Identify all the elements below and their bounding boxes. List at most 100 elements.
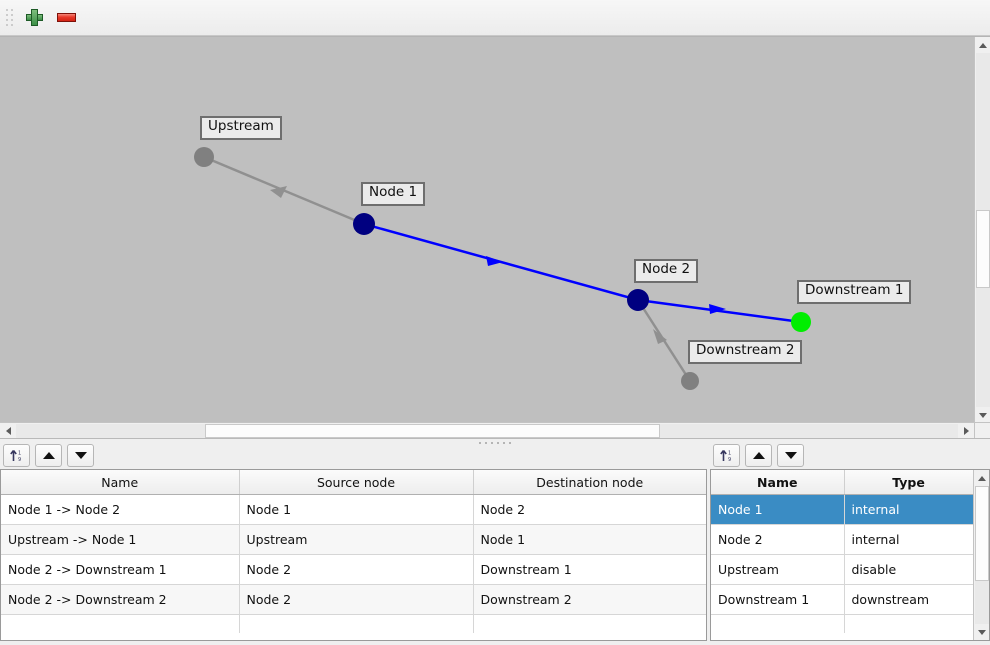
graph-node-upstream[interactable] <box>194 147 214 167</box>
graph-scroll-right-button[interactable] <box>958 423 974 439</box>
graph-node-downstream2[interactable] <box>681 372 699 390</box>
graph-node-node1[interactable] <box>353 213 375 235</box>
edges-move-up-button[interactable] <box>35 443 62 467</box>
svg-text:1: 1 <box>18 450 21 456</box>
edges-cell-source: Node 1 <box>239 494 474 525</box>
nodes-cell-type: internal <box>844 494 974 525</box>
graph-scroll-down-button[interactable] <box>975 407 990 423</box>
nodes-move-up-button[interactable] <box>745 443 772 467</box>
edges-cell-source: Node 2 <box>239 554 474 585</box>
edges-table[interactable]: Name Source node Destination node Node 1… <box>0 469 707 641</box>
edges-cell-destination: Node 1 <box>473 524 706 555</box>
graph-node-downstream1[interactable] <box>791 312 811 332</box>
graph-horizontal-scroll-thumb[interactable] <box>205 424 660 438</box>
table-row[interactable]: Upstream disable <box>711 554 989 585</box>
nodes-cell-type: disable <box>844 554 974 585</box>
minus-icon <box>56 13 76 22</box>
nodes-table[interactable]: Name Type Node 1 internal Node 2 interna… <box>710 469 990 641</box>
graph-scroll-up-button[interactable] <box>975 37 990 53</box>
main-toolbar <box>0 0 990 36</box>
graph-svg <box>194 147 811 390</box>
edges-cell-destination: Downstream 2 <box>473 584 706 615</box>
graph-canvas[interactable]: Upstream Node 1 Node 2 Downstream 1 Down… <box>0 37 974 423</box>
graph-label-downstream2[interactable]: Downstream 2 <box>688 340 803 364</box>
table-row[interactable]: Node 2 -> Downstream 1 Node 2 Downstream… <box>1 554 706 585</box>
edges-cell-source: Upstream <box>239 524 474 555</box>
sort-icon: 1 9 <box>10 449 21 463</box>
graph-scroll-left-button[interactable] <box>0 423 16 439</box>
plus-icon <box>25 9 43 26</box>
nodes-toolbar: 1 9 <box>710 441 990 469</box>
nodes-cell-type: downstream <box>844 584 974 615</box>
graph-vertical-scroll-thumb[interactable] <box>976 210 990 288</box>
edges-cell-source: Node 2 <box>239 584 474 615</box>
edges-pane: 1 9 Name Source node Destination node N <box>0 441 707 641</box>
table-row[interactable]: Node 1 internal <box>711 494 989 525</box>
table-row[interactable]: Node 2 internal <box>711 524 989 555</box>
splitter-grip-icon <box>479 442 511 444</box>
nodes-table-header-row: Name Type <box>711 470 989 495</box>
nodes-move-down-button[interactable] <box>777 443 804 467</box>
graph-label-upstream[interactable]: Upstream <box>200 116 282 140</box>
table-row[interactable]: Node 2 -> Downstream 2 Node 2 Downstream… <box>1 584 706 615</box>
edges-sort-button[interactable]: 1 9 <box>3 443 30 467</box>
nodes-scroll-down-button[interactable] <box>974 624 989 640</box>
remove-button[interactable] <box>50 3 82 33</box>
nodes-table-scrollbar[interactable] <box>973 470 989 640</box>
graph-view[interactable]: Upstream Node 1 Node 2 Downstream 1 Down… <box>0 36 990 439</box>
table-row[interactable]: Upstream -> Node 1 Upstream Node 1 <box>1 524 706 555</box>
nodes-cell-name: Upstream <box>711 554 845 585</box>
graph-label-node2[interactable]: Node 2 <box>634 259 699 283</box>
svg-text:9: 9 <box>18 457 21 463</box>
caret-right-icon <box>963 427 969 435</box>
edges-column-header-destination[interactable]: Destination node <box>473 470 706 495</box>
graph-label-node1[interactable]: Node 1 <box>361 182 426 206</box>
svg-text:9: 9 <box>728 457 731 463</box>
toolbar-drag-handle[interactable] <box>4 7 14 29</box>
graph-scrollbar-corner <box>974 422 990 438</box>
nodes-scroll-thumb[interactable] <box>975 486 989 581</box>
nodes-cell-name: Node 1 <box>711 494 845 525</box>
add-button[interactable] <box>18 3 50 33</box>
edges-cell-name: Upstream -> Node 1 <box>1 524 240 555</box>
edges-move-down-button[interactable] <box>67 443 94 467</box>
edge-arrow-node1-node2 <box>486 256 503 266</box>
edges-cell-destination: Node 2 <box>473 494 706 525</box>
triangle-up-icon <box>752 451 765 459</box>
edges-column-header-name[interactable]: Name <box>1 470 240 495</box>
caret-down-icon <box>979 412 987 418</box>
nodes-sort-button[interactable]: 1 9 <box>713 443 740 467</box>
edges-toolbar: 1 9 <box>0 441 707 469</box>
nodes-column-header-name[interactable]: Name <box>711 470 845 495</box>
edge-arrow-upstream-node1 <box>270 186 287 198</box>
edges-cell-name: Node 1 -> Node 2 <box>1 494 240 525</box>
edges-cell-name: Node 2 -> Downstream 1 <box>1 554 240 585</box>
table-row[interactable]: Downstream 1 downstream <box>711 584 989 615</box>
graph-label-downstream1[interactable]: Downstream 1 <box>797 280 912 304</box>
nodes-table-empty-row[interactable] <box>711 614 989 633</box>
graph-horizontal-scrollbar[interactable] <box>0 422 974 439</box>
edges-table-empty-row[interactable] <box>1 614 706 633</box>
nodes-scroll-up-button[interactable] <box>974 470 989 486</box>
triangle-up-icon <box>42 451 55 459</box>
pane-splitter[interactable] <box>0 438 990 447</box>
edges-cell-destination: Downstream 1 <box>473 554 706 585</box>
table-row[interactable]: Node 1 -> Node 2 Node 1 Node 2 <box>1 494 706 525</box>
caret-left-icon <box>5 427 11 435</box>
edges-table-header-row: Name Source node Destination node <box>1 470 706 495</box>
nodes-cell-name: Node 2 <box>711 524 845 555</box>
triangle-down-icon <box>74 451 87 459</box>
caret-down-icon <box>978 629 986 635</box>
edge-arrow-node2-downstream1 <box>709 304 726 314</box>
edge-arrow-node2-downstream2 <box>653 329 667 344</box>
svg-text:1: 1 <box>728 450 731 456</box>
graph-vertical-scrollbar[interactable] <box>974 37 990 423</box>
nodes-column-header-type[interactable]: Type <box>844 470 974 495</box>
nodes-cell-type: internal <box>844 524 974 555</box>
caret-up-icon <box>979 42 987 48</box>
edges-column-header-source[interactable]: Source node <box>239 470 474 495</box>
triangle-down-icon <box>784 451 797 459</box>
nodes-cell-name: Downstream 1 <box>711 584 845 615</box>
graph-node-node2[interactable] <box>627 289 649 311</box>
edges-cell-name: Node 2 -> Downstream 2 <box>1 584 240 615</box>
